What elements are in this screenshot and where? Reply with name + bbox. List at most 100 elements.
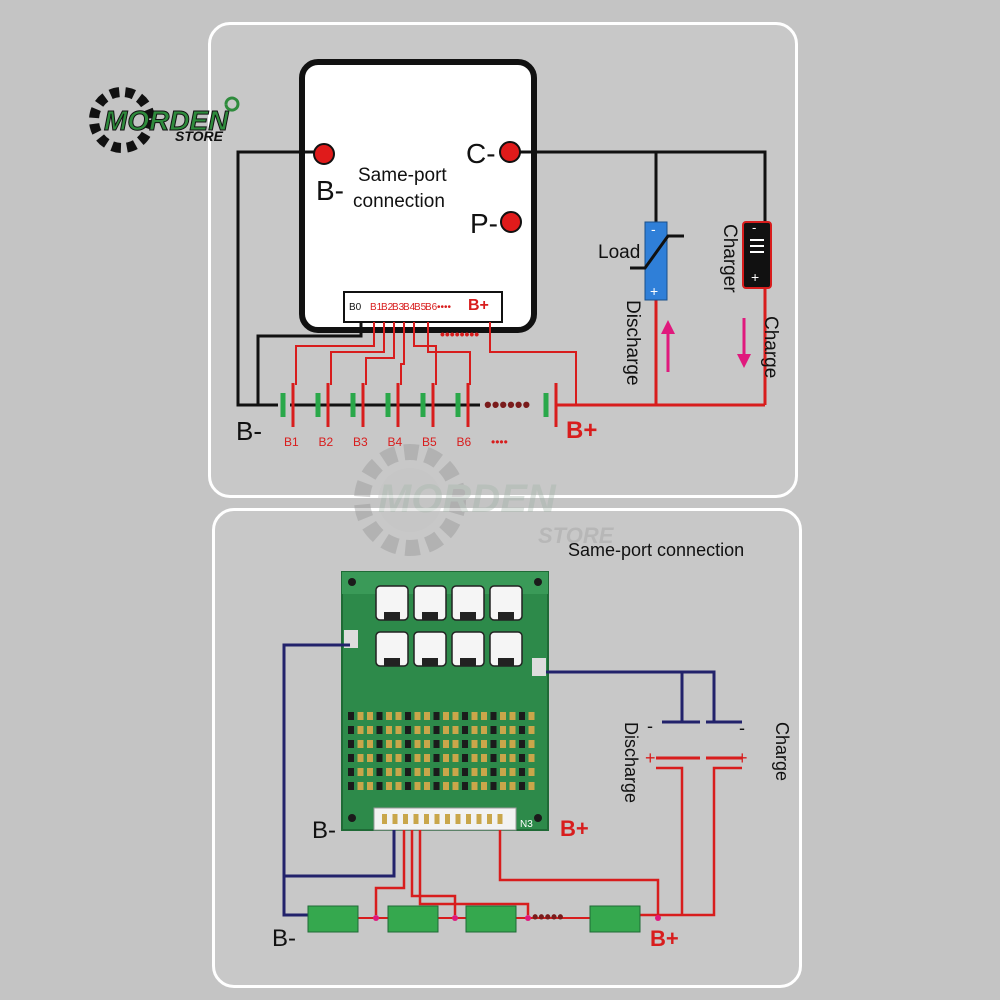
smd-part [424, 782, 430, 790]
smd-part [386, 712, 392, 720]
smd-part [490, 754, 497, 762]
header-pin [445, 814, 450, 824]
smd-part [414, 740, 421, 748]
smd-part [528, 740, 535, 748]
smd-part [405, 726, 411, 734]
smd-part [509, 740, 516, 748]
smd-part [519, 768, 525, 776]
smd-part [424, 712, 430, 720]
cell-label: B5 [422, 435, 437, 449]
smd-part [433, 782, 440, 790]
battery-cell [465, 905, 517, 933]
smd-part [452, 754, 459, 762]
black-wires [236, 150, 767, 407]
smd-part [462, 768, 468, 776]
connector-pin-label: •••• [437, 302, 452, 313]
smd-part [357, 768, 364, 776]
smd-part [405, 740, 411, 748]
smd-part [500, 768, 506, 776]
pack-plus-wires [556, 288, 767, 407]
smd-part [414, 768, 421, 776]
smd-part [376, 768, 383, 776]
p-minus-pad [500, 211, 522, 233]
smd-part [424, 768, 430, 776]
smd-part [376, 782, 383, 790]
header-pin [382, 814, 387, 824]
cell-label: B6 [457, 435, 472, 449]
smd-part [424, 740, 430, 748]
smd-part [452, 726, 459, 734]
smd-part [348, 782, 354, 790]
smd-part [519, 782, 525, 790]
smd-part [471, 782, 478, 790]
charge-arrow [737, 318, 751, 368]
smd-part [509, 782, 516, 790]
connector-pin-label: B6 [425, 302, 438, 313]
brand-logo: MORDEN STORE [89, 87, 240, 153]
c-minus-pad [499, 141, 521, 163]
smd-part [509, 726, 516, 734]
load-label: Load [598, 242, 640, 263]
discharge-arrow [661, 320, 675, 372]
smd-part [395, 712, 402, 720]
smd-part [500, 712, 506, 720]
connector-pin-label: B3 [392, 302, 405, 313]
smd-part [481, 782, 487, 790]
negative-wires [282, 643, 716, 917]
discharge-terminal [656, 720, 700, 760]
smd-part [481, 754, 487, 762]
smd-part [500, 740, 506, 748]
smd-part [405, 712, 411, 720]
cell-label: B1 [284, 435, 299, 449]
p-minus-pad-label: P- [470, 208, 498, 239]
charger-label: Charger [719, 224, 740, 293]
load-switch-icon [630, 234, 684, 270]
smd-part [528, 712, 535, 720]
smd-part [462, 726, 468, 734]
smd-part [471, 712, 478, 720]
connector-pin-label: B2 [381, 302, 394, 313]
smd-part [395, 754, 402, 762]
bottom-title: Same-port connection [568, 540, 744, 560]
smd-part [471, 754, 478, 762]
leaf-icon [224, 96, 240, 112]
smd-part [462, 740, 468, 748]
smd-part [357, 754, 364, 762]
connector-pin-label: B0 [349, 302, 362, 313]
header-pin [392, 814, 398, 824]
smd-part [348, 754, 354, 762]
smd-part [471, 740, 478, 748]
smd-part [405, 754, 411, 762]
battery-cell [307, 905, 359, 933]
mount-hole [534, 578, 542, 586]
center-note-line1: Same-port [358, 165, 447, 186]
smd-part [414, 726, 421, 734]
connector-pin-label: B5 [414, 302, 427, 313]
header-pin [476, 814, 482, 824]
cell-label: B4 [388, 435, 403, 449]
smd-part [348, 712, 354, 720]
header-pin [455, 814, 461, 824]
discharge-plus: + [645, 748, 656, 768]
board-plus-label: B+ [560, 816, 589, 841]
smd-part [367, 740, 373, 748]
smd-part [462, 754, 468, 762]
bottom-discharge-label: Discharge [621, 722, 641, 803]
smd-part [443, 726, 449, 734]
smd-part [376, 726, 383, 734]
c-minus-terminal [532, 658, 546, 676]
smd-part [367, 768, 373, 776]
bottom-cell-string [307, 905, 661, 933]
smd-part [528, 768, 535, 776]
smd-part [490, 740, 497, 748]
smd-part [376, 740, 383, 748]
smd-part [528, 754, 535, 762]
smd-part [528, 726, 535, 734]
smd-part [348, 726, 354, 734]
smd-part [376, 754, 383, 762]
discharge-label: Discharge [622, 300, 643, 386]
charge-terminal [706, 720, 742, 760]
balance-wires [295, 322, 577, 405]
header-pins [382, 814, 503, 824]
